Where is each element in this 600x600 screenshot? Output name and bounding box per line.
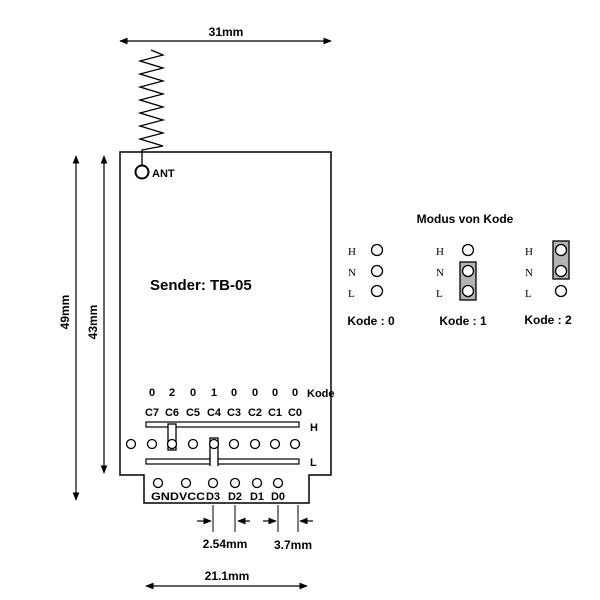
top-width-label: 31mm (209, 25, 244, 39)
modus-row-label: L (348, 288, 355, 300)
modus-title: Modus von Kode (417, 212, 514, 226)
height-outer-label: 49mm (58, 295, 72, 330)
jumper-pin (249, 438, 261, 450)
output-pin (272, 477, 284, 489)
modus-row-label: H (525, 246, 533, 258)
output-pin-labels: GND VCC D3 D2 D1 D0 (151, 491, 285, 503)
jumper-pin (228, 438, 240, 450)
jumper-pin (269, 438, 281, 450)
output-pin (229, 477, 241, 489)
modus-kode-2: H N L Kode : 2 (524, 240, 572, 327)
modus-kode-1: H N L Kode : 1 (436, 243, 487, 328)
modus-row-label: H (348, 246, 356, 258)
output-pin-label: D0 (271, 491, 285, 503)
output-pin (207, 477, 219, 489)
low-rail-label: L (310, 457, 317, 469)
jumper-c6-high (167, 423, 177, 451)
column-label: C1 (268, 407, 282, 419)
modus-setting-label: Kode : 2 (524, 313, 572, 327)
modus-row-label: N (525, 267, 533, 279)
antenna-terminal-icon (134, 164, 150, 180)
jumper-pin (146, 438, 158, 450)
modus-setting-label: Kode : 1 (439, 314, 487, 328)
output-pin-row (152, 477, 284, 489)
output-pin-label: VCC (179, 491, 205, 503)
modus-row-label: L (525, 288, 532, 300)
modus-row-label: N (348, 267, 356, 279)
jumper-pin (289, 438, 301, 450)
output-pin (251, 477, 263, 489)
bottom-width-label: 21.1mm (205, 569, 250, 583)
output-pin-label: D2 (228, 491, 242, 503)
column-label: C0 (288, 407, 302, 419)
modus-row-label: L (436, 288, 443, 300)
column-label: C2 (248, 407, 262, 419)
code-row-label: Kode (307, 388, 335, 400)
pin-extension-lines (212, 505, 299, 532)
modus-row-label: H (436, 246, 444, 258)
antenna-coil (137, 49, 166, 166)
modus-setting-label: Kode : 0 (347, 314, 395, 328)
output-pin-label: GND (151, 491, 179, 503)
jumper-pin (166, 438, 178, 450)
high-rail-label: H (310, 422, 318, 434)
jumper-pin (125, 438, 137, 450)
high-rail (145, 421, 300, 428)
column-label: C6 (165, 407, 179, 419)
code-value: 0 (272, 387, 278, 399)
output-pin-label: D1 (250, 491, 264, 503)
height-inner-label: 43mm (86, 305, 100, 340)
output-pin-label: D3 (206, 491, 220, 503)
column-label: C5 (186, 407, 200, 419)
jumper-pin (187, 438, 199, 450)
modus-kode-0: H N L Kode : 0 (347, 243, 395, 328)
code-value-row: 0 2 0 1 0 0 0 0 (149, 387, 298, 399)
antenna-label: ANT (152, 168, 175, 180)
jumper-column-labels: C7 C6 C5 C4 C3 C2 C1 C0 (145, 407, 302, 419)
board-title: Sender: TB-05 (150, 277, 252, 294)
column-label: C7 (145, 407, 159, 419)
output-pin (152, 477, 164, 489)
code-value: 0 (292, 387, 298, 399)
column-label: C3 (227, 407, 241, 419)
output-pin (180, 477, 192, 489)
modus-row-label: N (436, 267, 444, 279)
jumper-pin (208, 438, 220, 450)
pin-pitch-label: 2.54mm (203, 537, 248, 551)
board-outline (119, 151, 332, 504)
code-value: 1 (211, 387, 217, 399)
pin-edge-label: 3.7mm (274, 538, 312, 552)
code-value: 0 (190, 387, 196, 399)
code-value: 0 (149, 387, 155, 399)
jumper-pin-row (125, 438, 301, 450)
column-label: C4 (207, 407, 222, 419)
code-value: 2 (169, 387, 175, 399)
code-value: 0 (252, 387, 258, 399)
low-rail (145, 458, 300, 465)
code-value: 0 (231, 387, 237, 399)
